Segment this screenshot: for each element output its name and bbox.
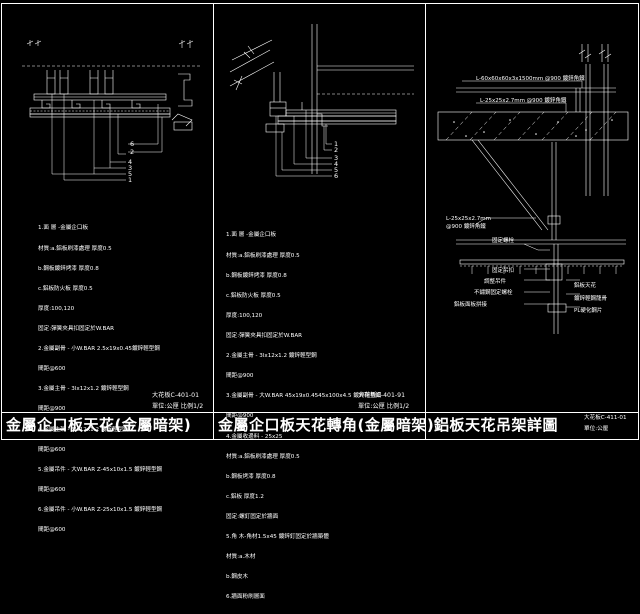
p3-top-angle-label: L-60x60x60x3x1500mm @900 鍍鋅角鐵 — [476, 74, 585, 82]
p3-fixing-bolt-label: 固定螺栓 — [492, 236, 515, 244]
panel1-detail-drawing: 4 3 5 1 6 2 — [22, 40, 202, 184]
p1-note-line: 固定:彈簧夾具扣固定於W.BAR — [38, 325, 115, 332]
p1-note-line: 間距@900 — [38, 406, 66, 413]
p1-callout-2: 2 — [130, 148, 134, 156]
p1-callout-6: 6 — [130, 140, 134, 148]
p1-callout-1: 1 — [128, 176, 132, 184]
p2-note-line: b.鋼皮木 — [226, 574, 249, 581]
p3-adjuster-label: 調整吊件 — [484, 277, 507, 285]
p1-drawing-code: 大花板C-401-01 — [152, 392, 200, 399]
p3-main-runner-label: 鋁板天花 — [574, 281, 597, 289]
sheet-border — [1, 3, 639, 440]
p2-note-line: c.鋁板防火板 厚度0.5 — [226, 292, 281, 299]
p1-callout-5: 5 — [128, 170, 132, 178]
p2-scale: 單位:公厘 比例1/2 — [358, 403, 410, 410]
p1-callout-3: 3 — [128, 164, 132, 172]
p1-note-line: 4.金屬主架 - 3lx12x1.2 鍍鋅輕型鋼 — [38, 426, 129, 433]
panel-divider-2 — [425, 3, 426, 440]
p1-note-line: 2.金屬副骨 - 小W.BAR 2.5x19x0.45鍍鋅輕型鋼 — [38, 346, 160, 353]
p2-callout-6: 6 — [334, 172, 338, 180]
p2-callout-4: 4 — [334, 160, 338, 168]
p1-note-line: 間距@600 — [38, 366, 66, 373]
p2-note-line: 1.面 層 -金屬企口板 — [226, 232, 277, 239]
p2-drawing-code: 大花板C-401-91 — [358, 392, 406, 399]
p3-drawing-code: 大花板C-411-01 — [584, 415, 627, 421]
p2-note-line: c.鋁板 厚度1.2 — [226, 493, 264, 500]
p2-note-line: 材質:a.鋁板刷漆處理 厚度0.5 — [226, 252, 300, 259]
p1-note-line: 間距@600 — [38, 486, 66, 493]
p3-title: 鋁板天花吊架詳圖 — [434, 416, 559, 434]
p1-note-line: 1.面 層 -金屬企口板 — [38, 225, 89, 232]
p2-note-line: b.鋼板鍍鋅烤漆 厚度0.8 — [226, 272, 287, 279]
p2-note-line: 5.角 木-角材1.5x45 鍍鋅釘固定於牆築體 — [226, 534, 329, 541]
p2-note-line: b.鋼板烤漆 厚度0.8 — [226, 473, 276, 480]
p1-note-line: 厚度:100,120 — [38, 305, 75, 312]
p2-note-line: 3.金屬副骨 - 大W.BAR 45x19x0.4545x100x4.5 鍍鋅輕… — [226, 393, 382, 400]
p2-note-line: 2.金屬主骨 - 3lx12x1.2 鍍鋅輕型鋼 — [226, 353, 317, 360]
p2-note-line: 材質:a.鋁板刷漆處理 厚度0.5 — [226, 453, 300, 460]
p1-note-line: c.鋁板防火板 厚度0.5 — [38, 285, 93, 292]
drawing-sheet: 4 3 5 1 6 2 1.面 層 -金屬企口板 材質:a.鋁板刷漆處理 厚度0… — [1, 3, 639, 600]
p3-connector-label: 不鏽鋼固定螺栓 — [474, 288, 513, 296]
p2-note-line: 4.金屬收邊料 - 25x25 — [226, 433, 283, 440]
p3-anchor-label: 固定吊扣 — [492, 266, 514, 274]
p1-note-line: 3.金屬主骨 - 3lx12x1.2 鍍鋅輕型鋼 — [38, 386, 129, 393]
p1-note-line: 6.金屬吊件 - 小W.BAR Z-25x10x1.5 鍍鋅輕型鋼 — [38, 506, 163, 513]
p2-note-line: 間距@900 — [226, 373, 254, 380]
p2-callout-2: 2 — [334, 146, 338, 154]
p3-side-angle-2: @900 鍍鋅角鐵 — [446, 222, 486, 230]
title-strip-border — [1, 412, 639, 440]
p1-note-line: 間距@600 — [38, 527, 66, 534]
p3-side-angle-1: L-25x25x2.7mm — [446, 216, 491, 222]
p1-note-line: 材質:a.鋁板刷漆處理 厚度0.5 — [38, 245, 112, 252]
p1-scale: 單位:公厘 比例1/2 — [152, 403, 204, 410]
p3-sub-bar-label: 鍍鋅輕鋼龍骨 — [574, 294, 608, 302]
p1-note-line: 5.金屬吊件 - 大W.BAR Z-45x10x1.5 鍍鋅輕型鋼 — [38, 466, 163, 473]
p3-scale: 單位:公厘 — [584, 426, 609, 432]
p3-clip-label: PL硬化鋼片 — [574, 306, 602, 314]
p1-callout-4: 4 — [128, 158, 132, 166]
panel1-notes: 1.面 層 -金屬企口板 材質:a.鋁板刷漆處理 厚度0.5 b.鋼板鍍鋅烤漆 … — [38, 212, 162, 547]
p2-callout-3: 3 — [334, 154, 338, 162]
p2-note-line: 材質:a.木材 — [226, 554, 256, 561]
p2-callout-1: 1 — [334, 140, 338, 148]
p3-mid-angle-label: L-25x25x2.7mm @900 鍍鋅角鐵 — [480, 96, 567, 104]
p2-note-line: 厚度:100,120 — [226, 312, 263, 319]
p1-note-line: 間距@600 — [38, 446, 66, 453]
p2-callout-5: 5 — [334, 166, 338, 174]
p2-title: 金屬企口板天花轉角(金屬暗架) — [218, 416, 435, 434]
p2-note-line: 固定:螺釘固定於牆面 — [226, 513, 279, 520]
panel3-hanger-drawing: L-60x60x60x3x1500mm @900 鍍鋅角鐵 L-25x25x2.… — [437, 44, 629, 334]
p2-note-line: 6.牆面粉刷層面 — [226, 594, 265, 601]
panel-divider-1 — [213, 3, 214, 440]
p1-title: 金屬企口板天花(金屬暗架) — [6, 416, 192, 434]
panel2-detail-drawing: 1 2 3 4 5 6 — [229, 24, 414, 180]
p3-shell-label: 鋁板面板拼接 — [454, 300, 488, 308]
p2-note-line: 間距@900 — [226, 413, 254, 420]
p2-note-line: 固定:彈簧夾具扣固定於W.BAR — [226, 332, 303, 339]
p1-note-line: b.鋼板鍍鋅烤漆 厚度0.8 — [38, 265, 99, 272]
